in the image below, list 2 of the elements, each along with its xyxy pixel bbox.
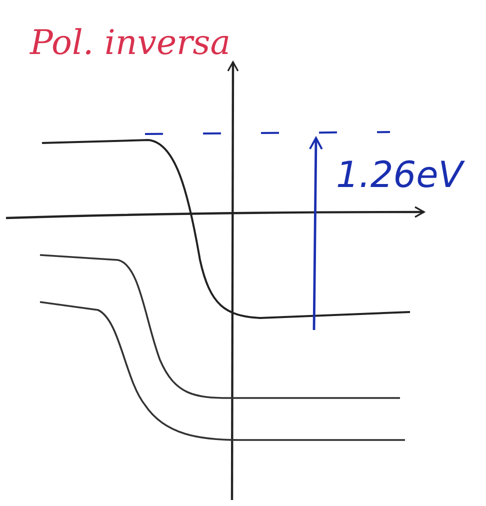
title: Pol. inversa	[30, 26, 231, 60]
energy-label: 1.26eV	[336, 158, 463, 194]
